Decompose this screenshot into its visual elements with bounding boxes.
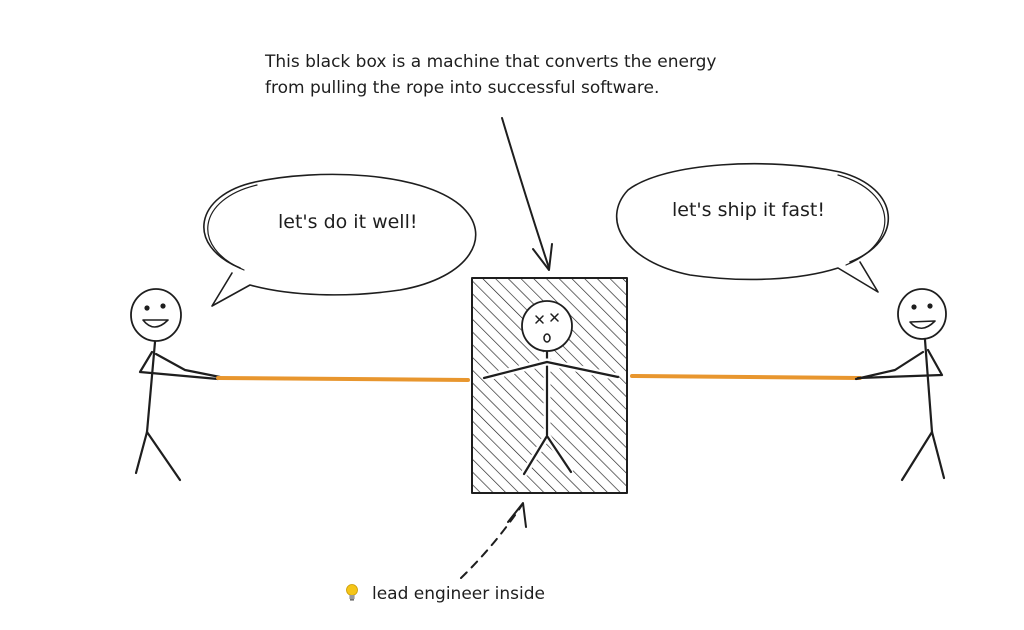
left-speech-bubble: let's do it well! <box>203 173 477 307</box>
engineer-label: lead engineer inside <box>346 584 545 604</box>
caption-arrow <box>501 117 553 271</box>
caption-line-2: from pulling the rope into successful so… <box>265 78 659 98</box>
caption-line-1: This black box is a machine that convert… <box>264 52 717 72</box>
left-eye <box>144 305 150 311</box>
engineer-label-text: lead engineer inside <box>372 584 545 604</box>
right-speech-bubble: let's ship it fast! <box>616 162 889 293</box>
caption: This black box is a machine that convert… <box>264 52 717 98</box>
left-speech-text: let's do it well! <box>278 211 417 233</box>
label-arrow <box>460 502 527 579</box>
black-box-machine <box>471 277 628 494</box>
left-eye <box>911 304 917 310</box>
right-stick-figure <box>854 288 947 482</box>
right-rope <box>630 374 862 380</box>
lightbulb-icon <box>346 584 358 601</box>
right-eye <box>927 303 933 309</box>
lead-engineer-figure <box>482 300 620 476</box>
left-stick-figure <box>130 288 222 482</box>
right-speech-text: let's ship it fast! <box>672 199 825 221</box>
box-outline <box>471 277 628 494</box>
right-eye <box>160 303 166 309</box>
left-rope <box>216 376 470 382</box>
